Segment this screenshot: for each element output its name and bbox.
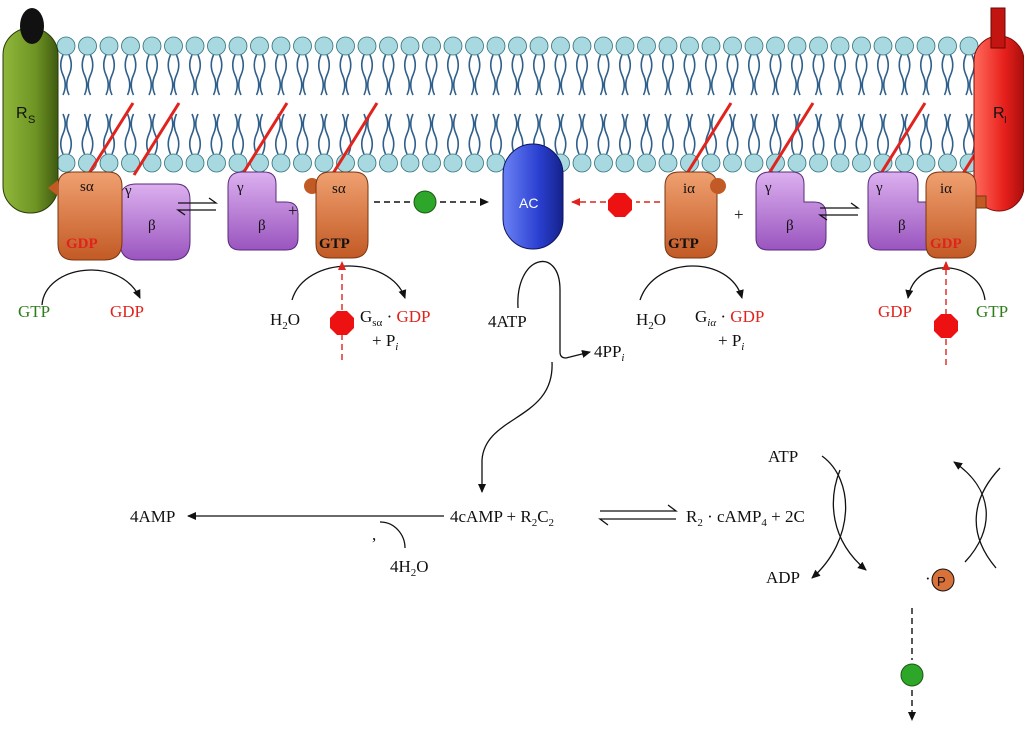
phosphorylation-cycle: ATP ADP · P — [766, 447, 1001, 721]
inhibitory-ligand-icon — [990, 7, 1006, 49]
lipid-anchors — [86, 102, 1009, 176]
adp-phosphorylation: ADP — [766, 568, 800, 587]
receptor-i-label: R — [993, 105, 1005, 122]
gs-alpha-active: sα GTP — [304, 171, 369, 259]
gi-alpha-label: iα — [940, 181, 952, 197]
free-gamma-right-label: γ — [764, 180, 772, 196]
phosphate-right: + Pi — [718, 331, 744, 353]
inhibitor-icon — [608, 193, 632, 217]
inhibition-path — [571, 193, 660, 217]
equilibrium-arrows-left — [175, 197, 219, 216]
lipid-bilayer — [56, 36, 979, 173]
gs-gtp-label: GTP — [319, 236, 350, 252]
gdp-out-right: GDP — [878, 302, 912, 321]
gi-gdp-label: GDP — [930, 236, 962, 252]
ac-label: AC — [519, 195, 538, 211]
gs-beta-label: β — [148, 218, 156, 234]
inhibitory-receptor: R I — [973, 7, 1024, 212]
gdp-out-left: GDP — [110, 302, 144, 321]
adenylate-cyclase: AC — [502, 143, 564, 250]
free-beta-right-label: β — [786, 218, 794, 234]
inhibitor-icon-right — [934, 314, 958, 338]
activated-target-icon — [900, 663, 924, 687]
water-consumed: 4H2O — [390, 557, 429, 579]
gi-alpha-active-label: iα — [683, 181, 695, 197]
gs-alpha-active-label: sα — [332, 181, 346, 197]
gtp-hydrolysis-left: H2O Gsα · GDP + Pi — [270, 261, 431, 360]
free-gamma-left-label: γ — [236, 180, 244, 196]
pyrophosphate-product: 4PPi — [594, 342, 624, 364]
phosphate-dot: · — [925, 569, 931, 588]
gi-beta-label: β — [898, 218, 906, 234]
camp-reactions: 4AMP , 4H2O 4cAMP + R2C2 R2 · cAMP4 + 2C — [130, 504, 805, 579]
water-right: H2O — [636, 310, 666, 332]
stimulatory-receptor: R S — [2, 8, 59, 214]
gs-gdp-label: GDP — [66, 236, 98, 252]
gdp-gtp-exchange-right: GDP GTP — [878, 261, 1008, 365]
plus-sign-left: + — [288, 201, 298, 220]
gs-heterotrimer: sα γ β GDP — [48, 171, 191, 261]
gs-alpha-gdp-product: Gsα · GDP — [360, 307, 431, 329]
camp-r2c2-reactants: 4cAMP + R2C2 — [450, 507, 554, 529]
phosphate-icon — [931, 568, 955, 592]
plus-sign-right: + — [734, 205, 744, 224]
gi-heterotrimer: γ β iα GDP — [867, 171, 987, 259]
stray-mark: , — [372, 525, 376, 544]
gi-gamma-label: γ — [875, 180, 883, 196]
free-beta-left-label: β — [258, 218, 266, 234]
ligand-icon — [20, 8, 44, 44]
amp-product: 4AMP — [130, 507, 175, 526]
equilibrium-arrows-camp — [598, 504, 678, 526]
free-beta-gamma-right: γ β — [755, 171, 827, 251]
ac-reaction: 4ATP 4PPi — [478, 261, 624, 493]
gtp-hydrolysis-right: H2O Giα · GDP + Pi — [636, 265, 764, 353]
gs-alpha-label: sα — [80, 179, 94, 195]
gi-gtp-label: GTP — [668, 236, 699, 252]
water-left: H2O — [270, 310, 300, 332]
r2-camp4-products: R2 · cAMP4 + 2C — [686, 507, 805, 529]
free-beta-gamma-left: γ β — [227, 171, 299, 251]
phosphate-label: P — [937, 574, 946, 589]
phosphate-left: + Pi — [372, 331, 398, 353]
gtp-in-left: GTP — [18, 302, 50, 321]
gtp-in-right: GTP — [976, 302, 1008, 321]
receptor-s-label: R — [16, 105, 28, 122]
inhibitor-icon-left — [330, 311, 354, 335]
equilibrium-arrows-right — [817, 202, 861, 221]
gi-alpha-active: iα GTP — [664, 171, 726, 259]
receptor-i-subscript: I — [1004, 115, 1007, 126]
gdp-gtp-exchange-left: GTP GDP — [18, 269, 144, 321]
receptor-s-subscript: S — [28, 114, 35, 126]
stimulation-path — [374, 190, 489, 214]
atp-substrate: 4ATP — [488, 312, 527, 331]
gs-gamma-label: γ — [124, 183, 132, 199]
stimulator-icon — [413, 190, 437, 214]
atp-phosphorylation: ATP — [768, 447, 798, 466]
gi-alpha-gdp-product: Giα · GDP — [695, 307, 764, 329]
